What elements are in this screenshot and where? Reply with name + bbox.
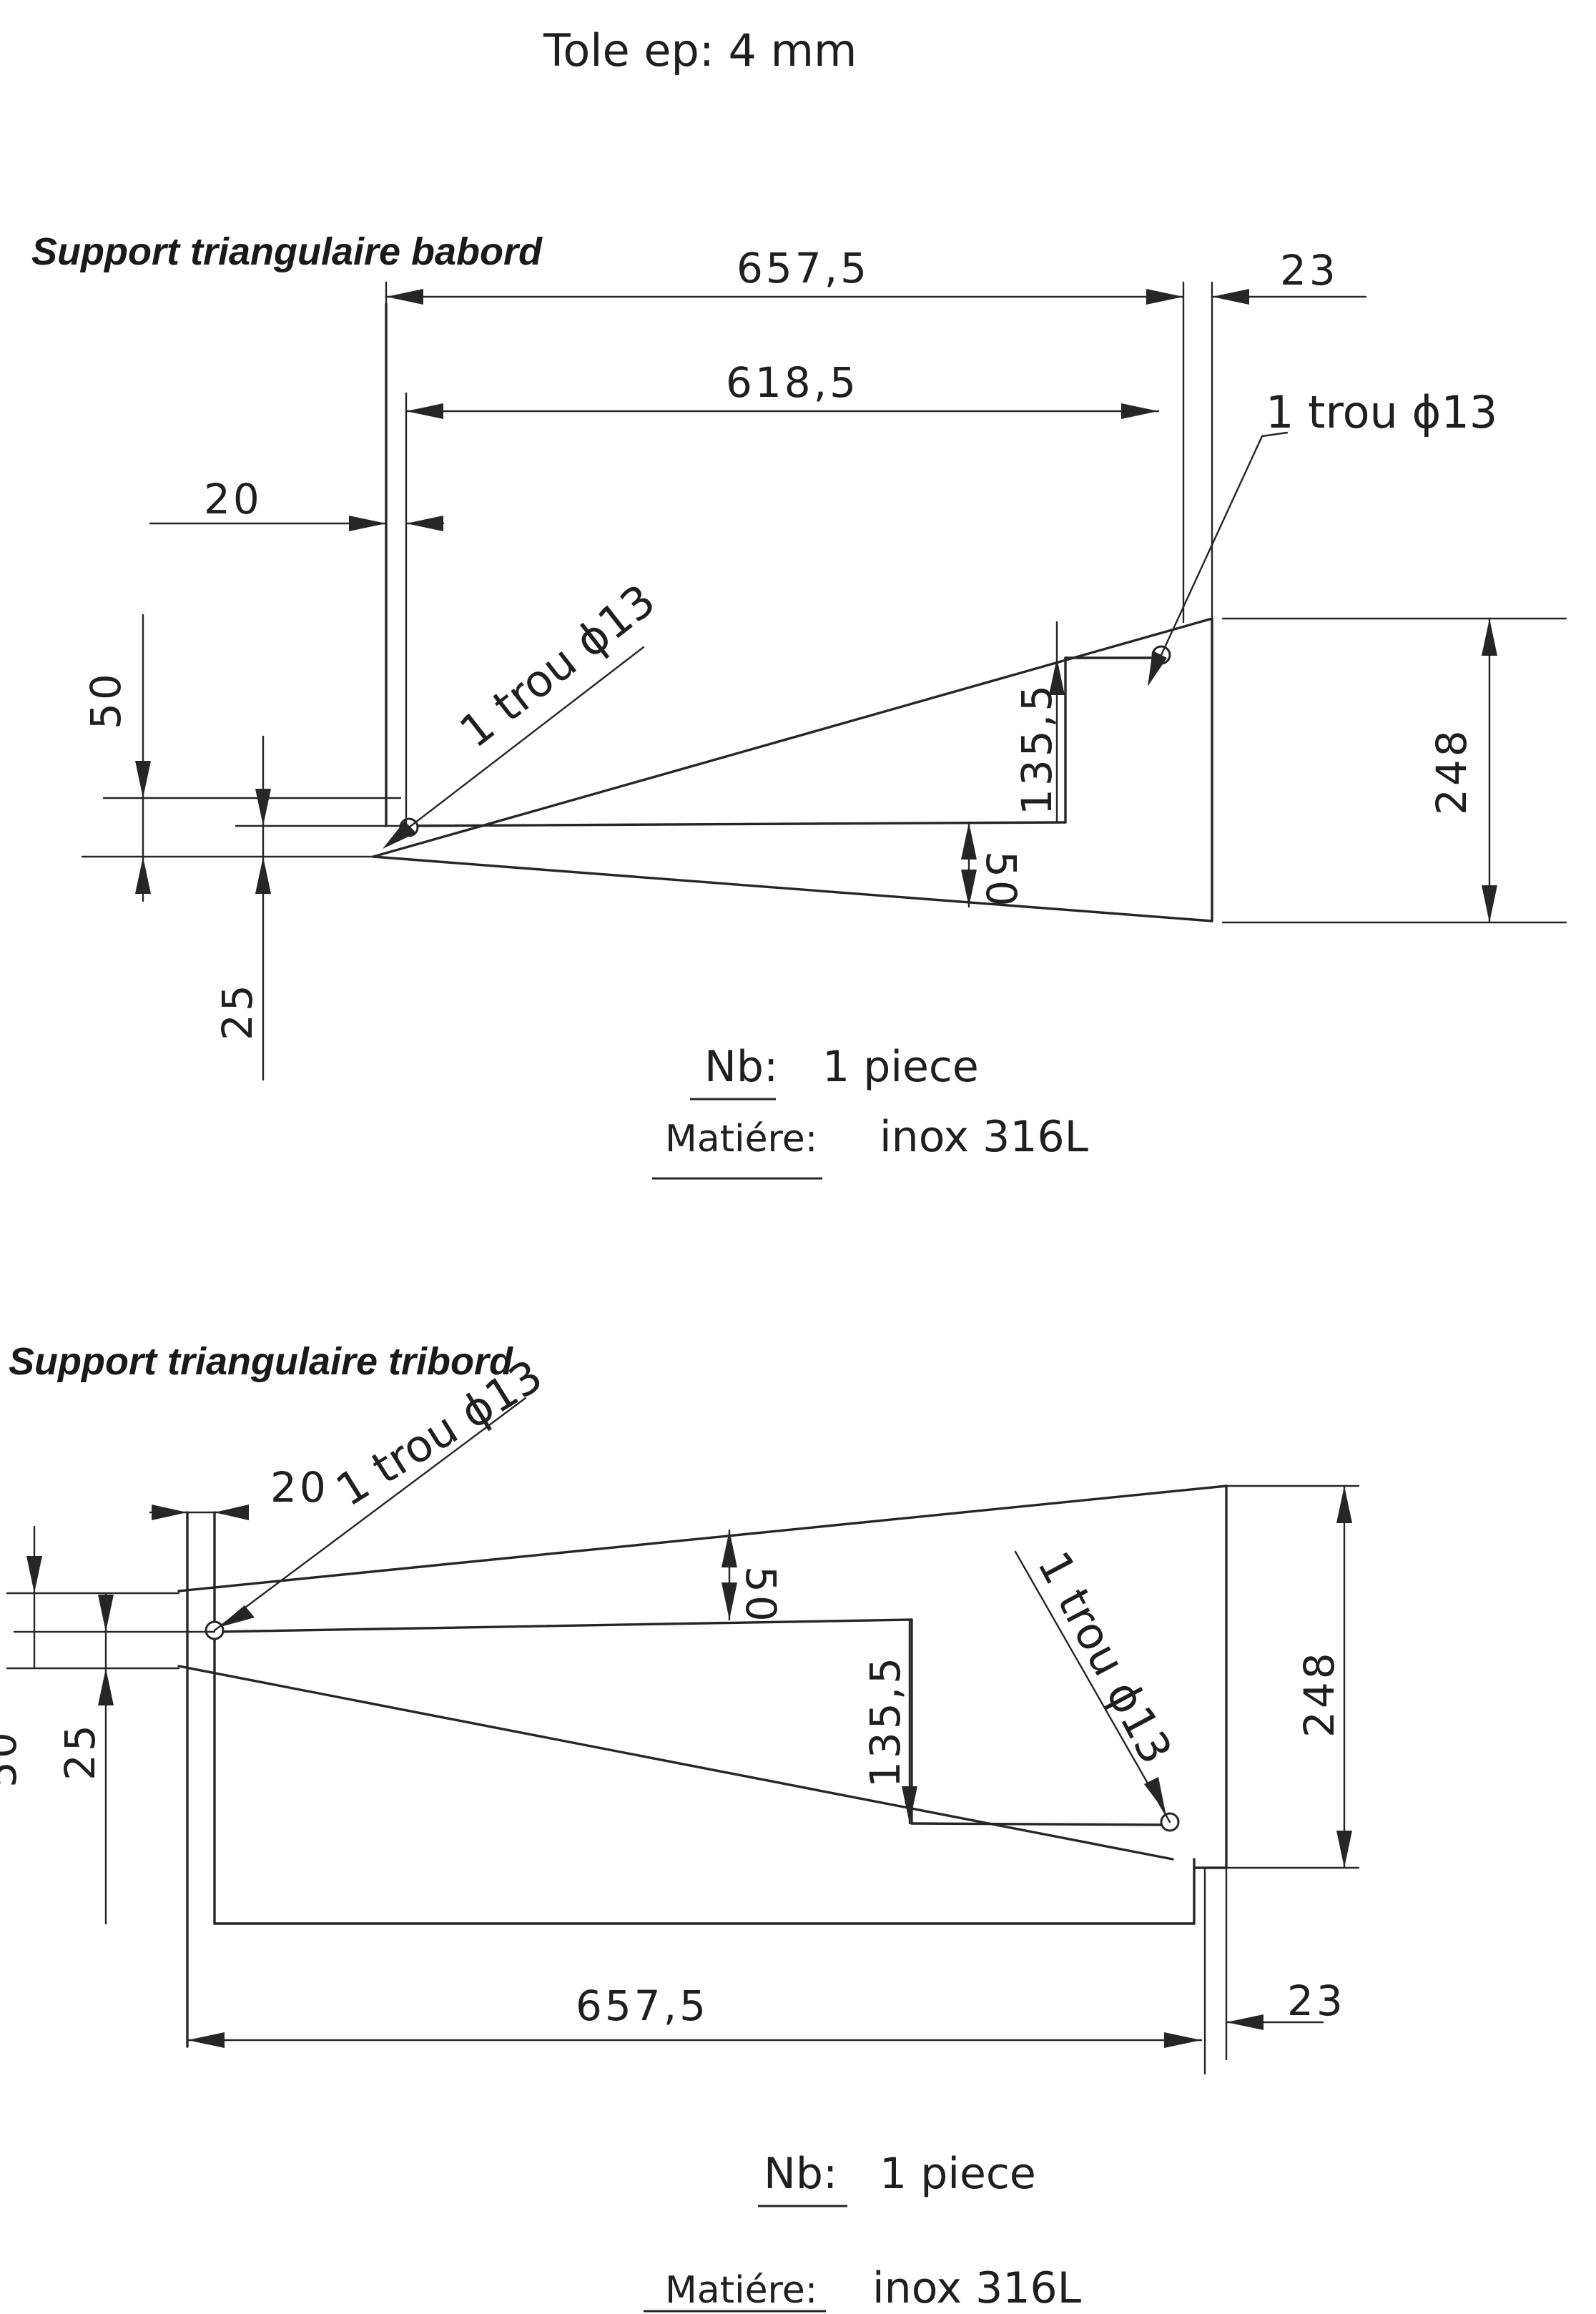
babord-dim-left-25: 25 xyxy=(213,735,271,1081)
babord-dim-mid-50: 50 xyxy=(961,821,1025,910)
babord-dim-left-offset-value: 20 xyxy=(204,475,262,523)
tribord-dim-mid-50: 50 xyxy=(721,1529,785,1625)
babord-dim-right-offset: 23 xyxy=(1211,246,1367,305)
babord-extension-lines xyxy=(81,281,1567,924)
tribord-dim-left-25-value: 25 xyxy=(56,1722,104,1781)
babord-dim-overall-width: 657,5 xyxy=(385,244,1185,305)
tribord-dim-left-25: 25 xyxy=(56,1592,114,1925)
tribord-nb-value: 1 piece xyxy=(880,2149,1036,2199)
tribord-dim-hole-rise-value: 135,5 xyxy=(861,1655,910,1788)
babord-dim-left-50: 50 xyxy=(82,614,151,902)
babord-hole-left-leader: 1 trou ϕ13 xyxy=(383,574,665,849)
babord-dim-inner-width: 618,5 xyxy=(405,358,1160,419)
babord-dim-inner-width-value: 618,5 xyxy=(726,358,859,407)
tribord-dim-left-50: 50 xyxy=(0,1525,42,1788)
tribord-dim-overall-width: 657,5 xyxy=(186,1981,1203,2048)
babord-matiere-value: inox 316L xyxy=(880,1112,1089,1162)
tribord-hole-right-label: 1 trou ϕ13 xyxy=(1028,1543,1183,1773)
tribord-dim-left-offset-value: 20 xyxy=(270,1463,329,1512)
sheet-title: Tole ep: 4 mm xyxy=(543,24,857,77)
babord-title: Support triangulaire babord xyxy=(31,230,543,273)
babord-dim-left-25-value: 25 xyxy=(213,982,262,1040)
babord-notes: Nb: 1 piece Matiére: inox 316L xyxy=(652,1042,1089,1180)
tribord-dim-hole-rise: 135,5 xyxy=(861,1618,917,1825)
tribord-matiere-value: inox 316L xyxy=(872,2263,1082,2313)
tribord-dim-right-offset-value: 23 xyxy=(1287,1976,1346,2025)
tribord-nb-label: Nb: xyxy=(764,2149,837,2199)
babord-dim-height-value: 248 xyxy=(1427,727,1476,815)
tribord-hole-left-leader: 1 trou ϕ13 xyxy=(213,1349,551,1632)
babord-dim-mid-50-value: 50 xyxy=(977,851,1025,910)
tribord-extension-lines xyxy=(6,1485,1360,2075)
babord-dim-hole-rise-value: 135,5 xyxy=(1013,682,1061,815)
babord-dim-height: 248 xyxy=(1427,617,1497,924)
tribord-dim-left-50-value: 50 xyxy=(0,1729,26,1788)
babord-matiere-label: Matiére: xyxy=(665,1118,817,1161)
babord-dim-left-offset: 20 xyxy=(149,475,445,531)
tribord-dim-right-offset: 23 xyxy=(1225,1976,1346,2030)
tribord-matiere-label: Matiére: xyxy=(665,2269,817,2312)
babord-dim-overall-width-value: 657,5 xyxy=(737,244,870,292)
babord-nb-value: 1 piece xyxy=(822,1042,979,1092)
tribord-dim-mid-50-value: 50 xyxy=(737,1566,785,1625)
babord-hole-left-label: 1 trou ϕ13 xyxy=(450,574,665,758)
tribord-dim-left-offset: 20 xyxy=(149,1463,329,1520)
babord-dim-left-50-value: 50 xyxy=(82,671,130,729)
tribord-dim-height: 248 xyxy=(1295,1485,1352,1869)
tribord-notes: Nb: 1 piece Matiére: inox 316L xyxy=(644,2149,1082,2313)
babord-dim-hole-rise: 135,5 xyxy=(1013,621,1065,824)
babord-nb-label: Nb: xyxy=(704,1042,778,1092)
babord-hole-right-label: 1 trou ϕ13 xyxy=(1266,386,1497,438)
babord-dim-right-offset-value: 23 xyxy=(1280,246,1339,295)
babord-hole-right-leader: 1 trou ϕ13 xyxy=(1148,386,1497,686)
tribord-hole-right-leader: 1 trou ϕ13 xyxy=(1014,1543,1183,1823)
tribord-dim-overall-width-value: 657,5 xyxy=(576,1981,709,2030)
tribord-dim-height-value: 248 xyxy=(1295,1650,1344,1738)
tribord-title: Support triangulaire tribord xyxy=(9,1340,513,1383)
